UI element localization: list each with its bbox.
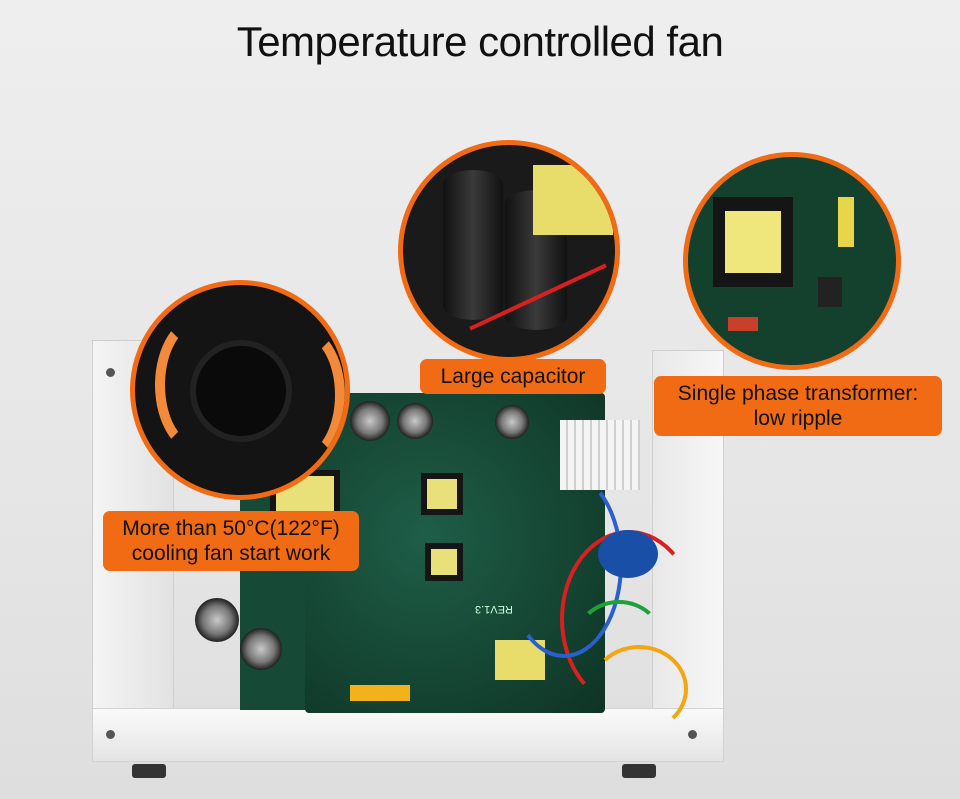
fan-zoom-circle bbox=[130, 280, 350, 500]
rotation-arrow-icon bbox=[155, 315, 245, 455]
ic-chip bbox=[818, 277, 842, 307]
capacitor bbox=[838, 197, 854, 247]
yellow-component bbox=[533, 165, 613, 235]
capacitor-icon bbox=[443, 170, 503, 320]
page-title: Temperature controlled fan bbox=[236, 18, 724, 65]
rubber-foot bbox=[132, 764, 166, 778]
resistor bbox=[728, 317, 758, 331]
capacitor bbox=[195, 598, 239, 642]
orange-wire bbox=[590, 645, 688, 733]
blue-relay bbox=[598, 530, 658, 578]
capacitor bbox=[240, 628, 282, 670]
inductor bbox=[425, 543, 463, 581]
rotation-arrow-icon bbox=[255, 325, 345, 465]
fuse bbox=[350, 685, 410, 701]
screw bbox=[106, 368, 115, 377]
capacitor bbox=[350, 401, 390, 441]
screw bbox=[106, 730, 115, 739]
capacitor-zoom-circle bbox=[398, 140, 620, 362]
green-wire bbox=[575, 600, 663, 678]
pcb-revision: REV1.3 bbox=[475, 603, 513, 615]
capacitor-callout: Large capacitor bbox=[420, 359, 606, 394]
capacitor bbox=[495, 405, 529, 439]
ribbon-cable bbox=[560, 420, 640, 490]
fan-callout: More than 50°C(122°F) cooling fan start … bbox=[103, 511, 359, 571]
transformer-callout: Single phase transformer: low ripple bbox=[654, 376, 942, 436]
transformer-zoom-circle bbox=[683, 152, 901, 370]
screw bbox=[688, 730, 697, 739]
capacitor bbox=[397, 403, 433, 439]
transformer-icon bbox=[713, 197, 793, 287]
rubber-foot bbox=[622, 764, 656, 778]
inductor bbox=[421, 473, 463, 515]
